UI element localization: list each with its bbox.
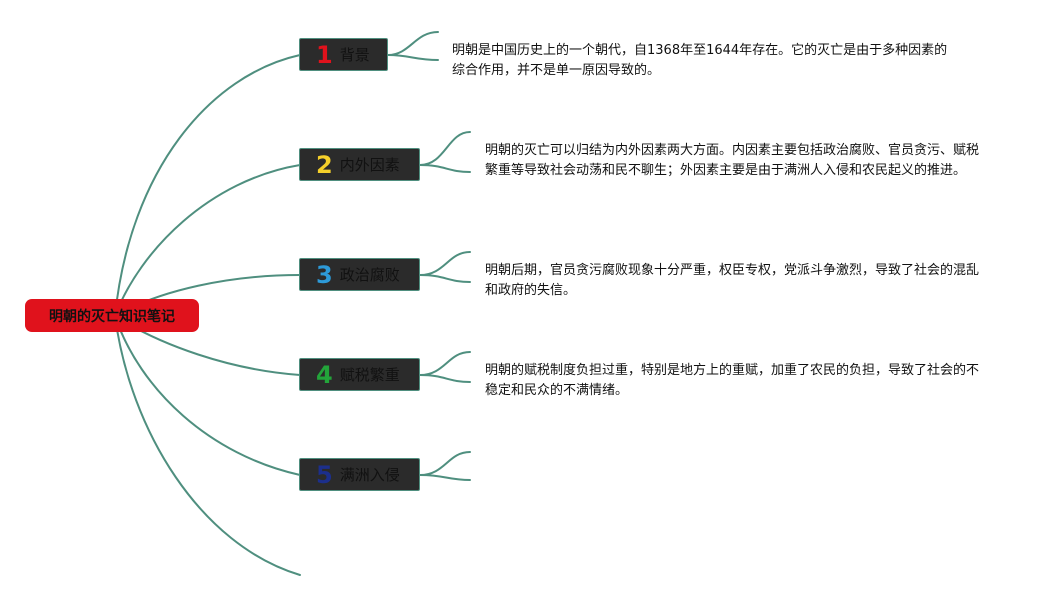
detail-text-political-corruption: 明朝后期，官员贪污腐败现象十分严重，权臣专权，党派斗争激烈，导致了社会的混乱和政…: [485, 263, 980, 298]
topic-number-1: 1: [316, 40, 333, 69]
topic-label-background: 背景: [339, 46, 370, 64]
topic-node-heavy-taxation[interactable]: 4 赋税繁重: [299, 358, 420, 391]
topic-number-3: 3: [316, 260, 333, 289]
topic-number-4: 4: [316, 360, 333, 389]
topic-label-internal-external: 内外因素: [339, 156, 400, 174]
detail-text-heavy-taxation: 明朝的赋税制度负担过重，特别是地方上的重赋，加重了农民的负担，导致了社会的不稳定…: [485, 363, 980, 398]
root-node[interactable]: 明朝的灭亡知识笔记: [25, 299, 199, 332]
detail-text-internal-external: 明朝的灭亡可以归结为内外因素两大方面。内因素主要包括政治腐败、官员贪污、赋税繁重…: [485, 143, 980, 178]
topic-node-manchu-invasion[interactable]: 5 满洲入侵: [299, 458, 420, 491]
root-label: 明朝的灭亡知识笔记: [49, 308, 175, 325]
topic-label-political-corruption: 政治腐败: [339, 266, 400, 284]
detail-text-background: 明朝是中国历史上的一个朝代，自1368年至1644年存在。它的灭亡是由于多种因素…: [452, 43, 948, 78]
topic-label-manchu-invasion: 满洲入侵: [339, 466, 400, 484]
topic-label-heavy-taxation: 赋税繁重: [339, 366, 400, 384]
topic-number-2: 2: [316, 150, 333, 179]
topic-number-5: 5: [316, 460, 333, 489]
topic-node-background[interactable]: 1 背景: [299, 38, 388, 71]
topic-node-internal-external[interactable]: 2 内外因素: [299, 148, 420, 181]
topic-node-political-corruption[interactable]: 3 政治腐败: [299, 258, 420, 291]
